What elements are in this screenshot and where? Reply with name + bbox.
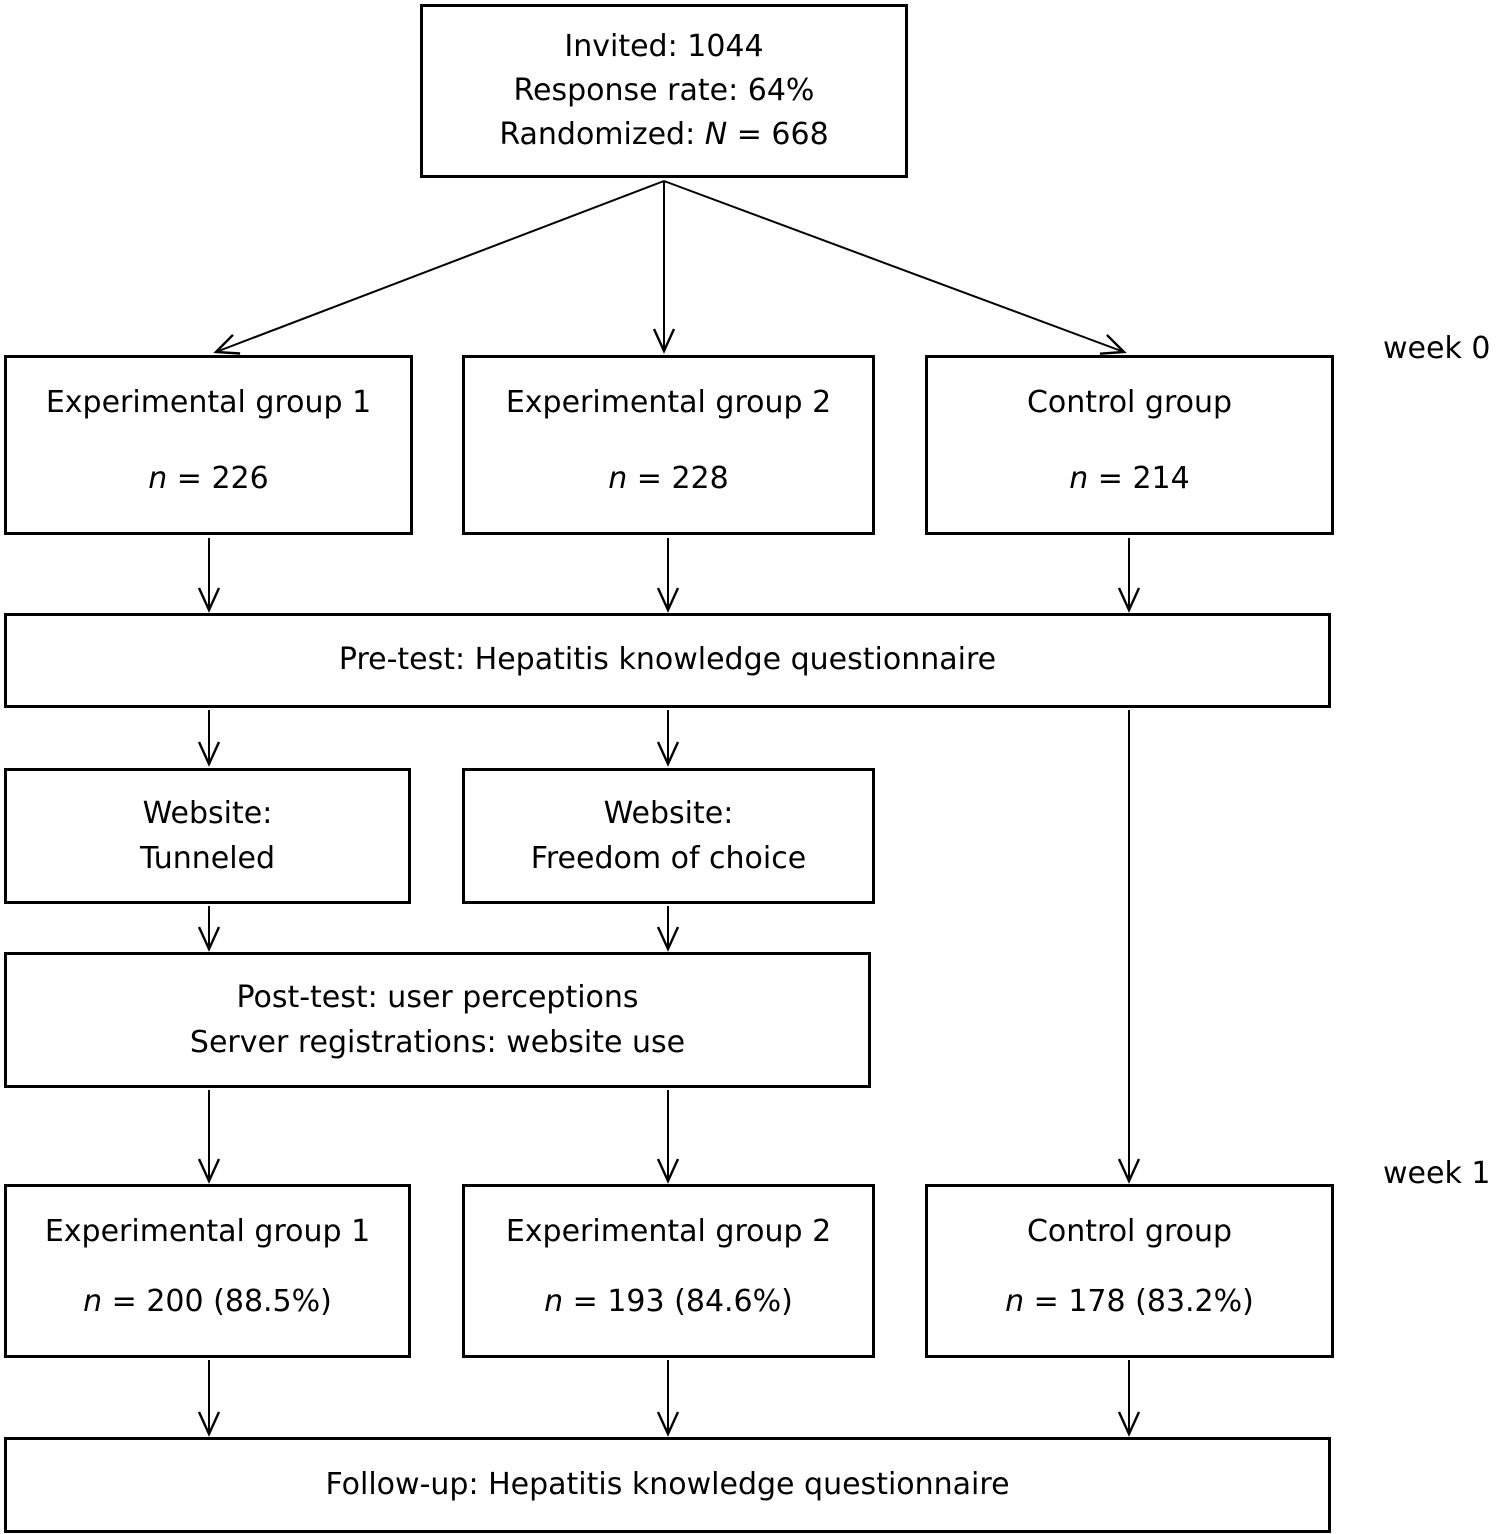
randomized-line: Randomized: N = 668 <box>499 117 829 152</box>
group-box-experimental2-week0: Experimental group 2 n = 228 <box>462 355 875 535</box>
group-name: Experimental group 2 <box>505 385 832 420</box>
response-rate-line: Response rate: 64% <box>513 73 815 108</box>
week-1-label: week 1 <box>1383 1156 1491 1191</box>
randomization-box: Invited: 1044 Response rate: 64% Randomi… <box>420 4 908 178</box>
group-name: Control group <box>1026 385 1233 420</box>
followup-bar: Follow-up: Hepatitis knowledge questionn… <box>4 1437 1331 1533</box>
group-name: Experimental group 1 <box>44 1214 371 1249</box>
website-line2: Tunneled <box>139 841 276 876</box>
group-box-experimental1-week1: Experimental group 1 n = 200 (88.5%) <box>4 1184 411 1358</box>
followup-label: Follow-up: Hepatitis knowledge questionn… <box>325 1466 1010 1502</box>
invited-line: Invited: 1044 <box>564 29 764 64</box>
posttest-box: Post-test: user perceptions Server regis… <box>4 952 871 1088</box>
website-box-tunneled: Website: Tunneled <box>4 768 411 904</box>
pretest-label: Pre-test: Hepatitis knowledge questionna… <box>338 642 997 678</box>
website-line1: Website: <box>603 796 734 831</box>
group-name: Experimental group 1 <box>45 385 372 420</box>
arrow-randomized-to-control <box>663 180 1127 355</box>
group-n: n = 226 <box>148 460 269 496</box>
website-box-freedom-of-choice: Website: Freedom of choice <box>462 768 875 904</box>
week-0-label: week 0 <box>1383 331 1491 366</box>
group-box-experimental2-week1: Experimental group 2 n = 193 (84.6%) <box>462 1184 875 1358</box>
group-n: n = 193 (84.6%) <box>544 1283 793 1319</box>
group-n: n = 200 (88.5%) <box>83 1283 332 1319</box>
group-name: Experimental group 2 <box>505 1214 832 1249</box>
group-n: n = 178 (83.2%) <box>1005 1283 1254 1319</box>
arrow-randomized-to-group1 <box>213 180 665 355</box>
website-line2: Freedom of choice <box>530 841 807 876</box>
posttest-line1: Post-test: user perceptions <box>236 980 639 1015</box>
group-box-control-week1: Control group n = 178 (83.2%) <box>925 1184 1334 1358</box>
pretest-bar: Pre-test: Hepatitis knowledge questionna… <box>4 613 1331 708</box>
group-n: n = 214 <box>1069 460 1190 496</box>
group-box-control-week0: Control group n = 214 <box>925 355 1334 535</box>
website-line1: Website: <box>142 796 273 831</box>
group-n: n = 228 <box>608 460 729 496</box>
group-name: Control group <box>1026 1214 1233 1249</box>
posttest-line2: Server registrations: website use <box>189 1025 686 1060</box>
group-box-experimental1-week0: Experimental group 1 n = 226 <box>4 355 413 535</box>
